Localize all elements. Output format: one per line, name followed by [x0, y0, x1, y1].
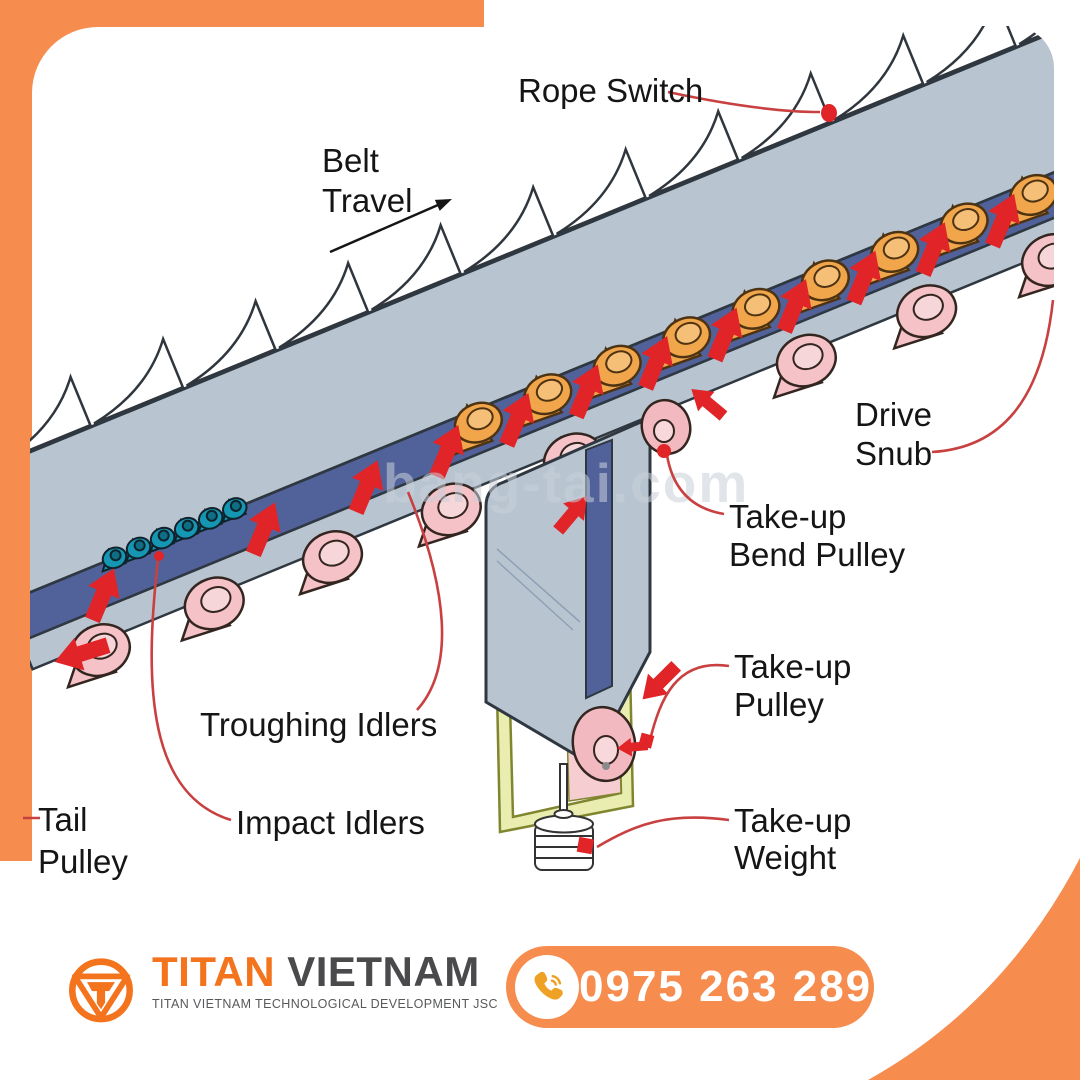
label-tail-pulley-1: Tail	[38, 801, 88, 838]
label-belt-travel-1: Belt	[322, 142, 379, 179]
takeup-pulley-dot	[638, 732, 655, 749]
takeup-weight-stack	[534, 809, 594, 871]
takeup-weight-dot	[576, 836, 595, 855]
brand-title-primary: TITAN	[152, 948, 276, 995]
troughing-idlers-leader	[406, 491, 444, 711]
label-troughing-idlers: Troughing Idlers	[200, 706, 437, 743]
impact-idlers-leader	[150, 559, 232, 822]
label-takeup-bend-pulley-2: Bend Pulley	[729, 536, 906, 573]
bend-pulley-dot	[657, 444, 671, 458]
label-tail-pulley-2: Pulley	[38, 843, 128, 880]
decor-bottom-right-swoosh	[868, 858, 1080, 1080]
brand-logo: TITAN VIETNAM TITAN VIETNAM TECHNOLOGICA…	[60, 950, 498, 1034]
takeup-bend-pulley-shape	[640, 398, 692, 456]
conveyor-belt	[30, 26, 1054, 690]
brand-logo-icon	[69, 958, 133, 1023]
takeup-tower	[484, 379, 732, 871]
rope-switch-leader	[667, 90, 821, 114]
impact-idlers-group	[101, 497, 248, 573]
phone-icon-circle	[515, 955, 579, 1019]
label-drive-snub-2: Snub	[855, 435, 932, 472]
takeup-slab-groove	[496, 548, 581, 631]
drive-snub-leader	[931, 299, 1055, 454]
takeup-belt-strip	[585, 438, 613, 700]
takeup-pulley-leader	[648, 663, 730, 741]
label-drive-snub-1: Drive	[855, 396, 932, 433]
label-impact-idlers: Impact Idlers	[236, 804, 425, 841]
belt-travel-arrow	[329, 199, 452, 254]
takeup-weight-leader	[596, 816, 730, 849]
label-rope-switch: Rope Switch	[518, 72, 703, 109]
label-takeup-pulley-2: Pulley	[734, 686, 824, 723]
takeup-bend-pulley-leader	[665, 454, 725, 516]
phone-number: 0975 263 289	[579, 962, 873, 1011]
label-takeup-pulley-1: Take-up	[734, 648, 851, 685]
brand-title: TITAN VIETNAM	[152, 950, 498, 994]
rope-switch-dot	[821, 104, 837, 122]
takeup-pulley-shape	[571, 705, 637, 783]
label-takeup-weight-1: Take-up	[734, 802, 851, 839]
watermark: bang-tai.com	[383, 452, 749, 514]
brand-title-secondary: VIETNAM	[287, 948, 480, 995]
brand-subtitle: TITAN VIETNAM TECHNOLOGICAL DEVELOPMENT …	[152, 997, 498, 1011]
label-takeup-bend-pulley-1: Take-up	[729, 498, 846, 535]
label-takeup-weight-2: Weight	[734, 839, 836, 876]
phone-icon	[534, 971, 563, 1000]
phone-button[interactable]: 0975 263 289	[506, 946, 874, 1028]
impact-idlers-dot	[154, 551, 164, 561]
label-belt-travel-2: Travel	[322, 182, 412, 219]
